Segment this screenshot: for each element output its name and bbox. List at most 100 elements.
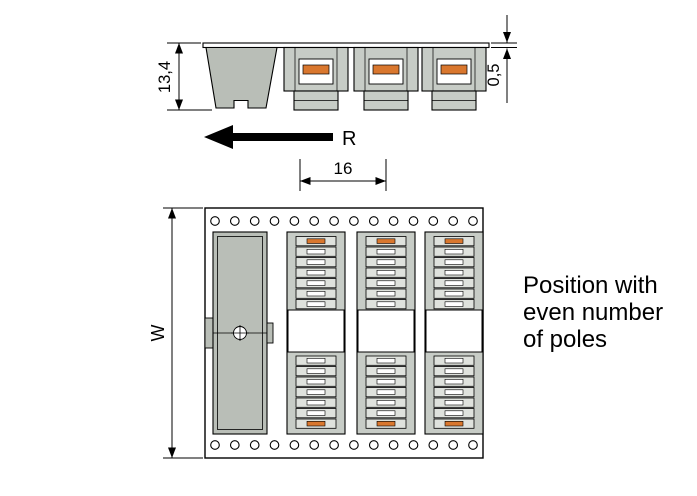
contact-window [376, 357, 396, 364]
contact-window [376, 259, 396, 265]
contact-window [306, 368, 326, 374]
contact-window [376, 301, 396, 307]
connector-top-view [424, 231, 484, 435]
contact-window [444, 249, 464, 255]
contact-window [376, 290, 396, 297]
top-connectors [286, 231, 484, 435]
sprocket-hole [229, 440, 240, 450]
contact-window [444, 269, 464, 276]
sprocket-hole [269, 440, 280, 450]
dim-tape-thickness-label: 0,5 [485, 64, 503, 87]
sprocket-hole [329, 216, 339, 226]
connector-side-view [353, 46, 419, 111]
top-view: W [148, 207, 484, 459]
sprocket-hole [309, 216, 320, 226]
contact-window [306, 399, 326, 406]
contact-marker-orange [306, 420, 326, 427]
contact-window [306, 301, 326, 307]
side-connectors [283, 46, 487, 111]
annotation: Position with even number of poles [523, 272, 663, 353]
sprocket-hole [329, 440, 339, 450]
unreeling-direction-arrow [204, 125, 333, 149]
sprocket-hole [229, 216, 240, 226]
contact-strip-orange [372, 64, 400, 75]
contact-window [376, 410, 396, 416]
sprocket-hole [448, 216, 459, 226]
sprocket-hole [368, 216, 379, 226]
contact-window [444, 378, 464, 385]
dimension-tape-width [163, 207, 203, 459]
annotation-line-2: even number [523, 299, 663, 326]
dimension-pitch [299, 159, 387, 191]
contact-strip-orange [302, 64, 330, 75]
sprocket-hole [349, 440, 359, 450]
contact-window [376, 368, 396, 374]
center-window [425, 309, 483, 353]
sprocket-hole [269, 216, 280, 226]
annotation-line-1: Position with [523, 272, 658, 299]
contact-window [306, 290, 326, 297]
sprocket-hole [349, 216, 359, 226]
connector-side-view [421, 46, 487, 111]
contact-window [376, 280, 396, 286]
contact-window [306, 269, 326, 276]
empty-pocket-side [205, 46, 278, 109]
contact-marker-orange [444, 238, 464, 244]
connector-top-view [356, 231, 416, 435]
dim-tape-height-label: 13,4 [156, 61, 174, 93]
contact-window [306, 357, 326, 364]
sprocket-hole [289, 216, 300, 226]
sprocket-hole [210, 216, 220, 226]
contact-window [444, 301, 464, 307]
contact-window [306, 410, 326, 416]
side-view: 13,4 0,5 R 16 [156, 15, 517, 191]
contact-window [376, 249, 396, 255]
contact-marker-orange [376, 420, 396, 427]
contact-window [444, 410, 464, 416]
contact-window [306, 249, 326, 255]
pocket-right-notch [266, 322, 274, 344]
dim-tape-width-label: W [148, 325, 168, 342]
dimension-tape-thickness [491, 15, 517, 103]
contact-window [444, 259, 464, 265]
sprocket-hole [408, 440, 419, 450]
contact-window [306, 389, 326, 395]
contact-window [306, 280, 326, 286]
sprocket-holes [210, 216, 478, 450]
contact-window [444, 399, 464, 406]
sprocket-hole [408, 216, 419, 226]
contact-window [444, 280, 464, 286]
sprocket-hole [388, 440, 399, 450]
connector-side-view [283, 46, 349, 111]
contact-window [376, 378, 396, 385]
center-window [357, 309, 415, 353]
contact-marker-orange [376, 238, 396, 244]
contact-window [376, 269, 396, 276]
contact-marker-orange [444, 420, 464, 427]
sprocket-hole [289, 440, 300, 450]
contact-window [376, 399, 396, 406]
contact-window [444, 357, 464, 364]
sprocket-hole [249, 440, 260, 450]
sprocket-hole [368, 440, 379, 450]
sprocket-hole [468, 216, 478, 226]
sprocket-hole [468, 440, 478, 450]
contact-marker-orange [306, 238, 326, 244]
contact-window [306, 378, 326, 385]
dimension-tape-height [167, 42, 212, 111]
center-window [287, 309, 345, 353]
contact-window [306, 259, 326, 265]
contact-window [444, 290, 464, 297]
carrier-tape-side [202, 42, 490, 49]
sprocket-hole [428, 440, 439, 450]
annotation-line-3: of poles [523, 326, 607, 353]
contact-strip-orange [440, 64, 468, 75]
empty-pocket-top [204, 231, 274, 435]
unreeling-direction-label: R [342, 128, 356, 150]
dim-pitch-label: 16 [334, 159, 353, 178]
sprocket-hole [210, 440, 220, 450]
sprocket-hole [428, 216, 439, 226]
sprocket-hole [448, 440, 459, 450]
connector-top-view [286, 231, 346, 435]
